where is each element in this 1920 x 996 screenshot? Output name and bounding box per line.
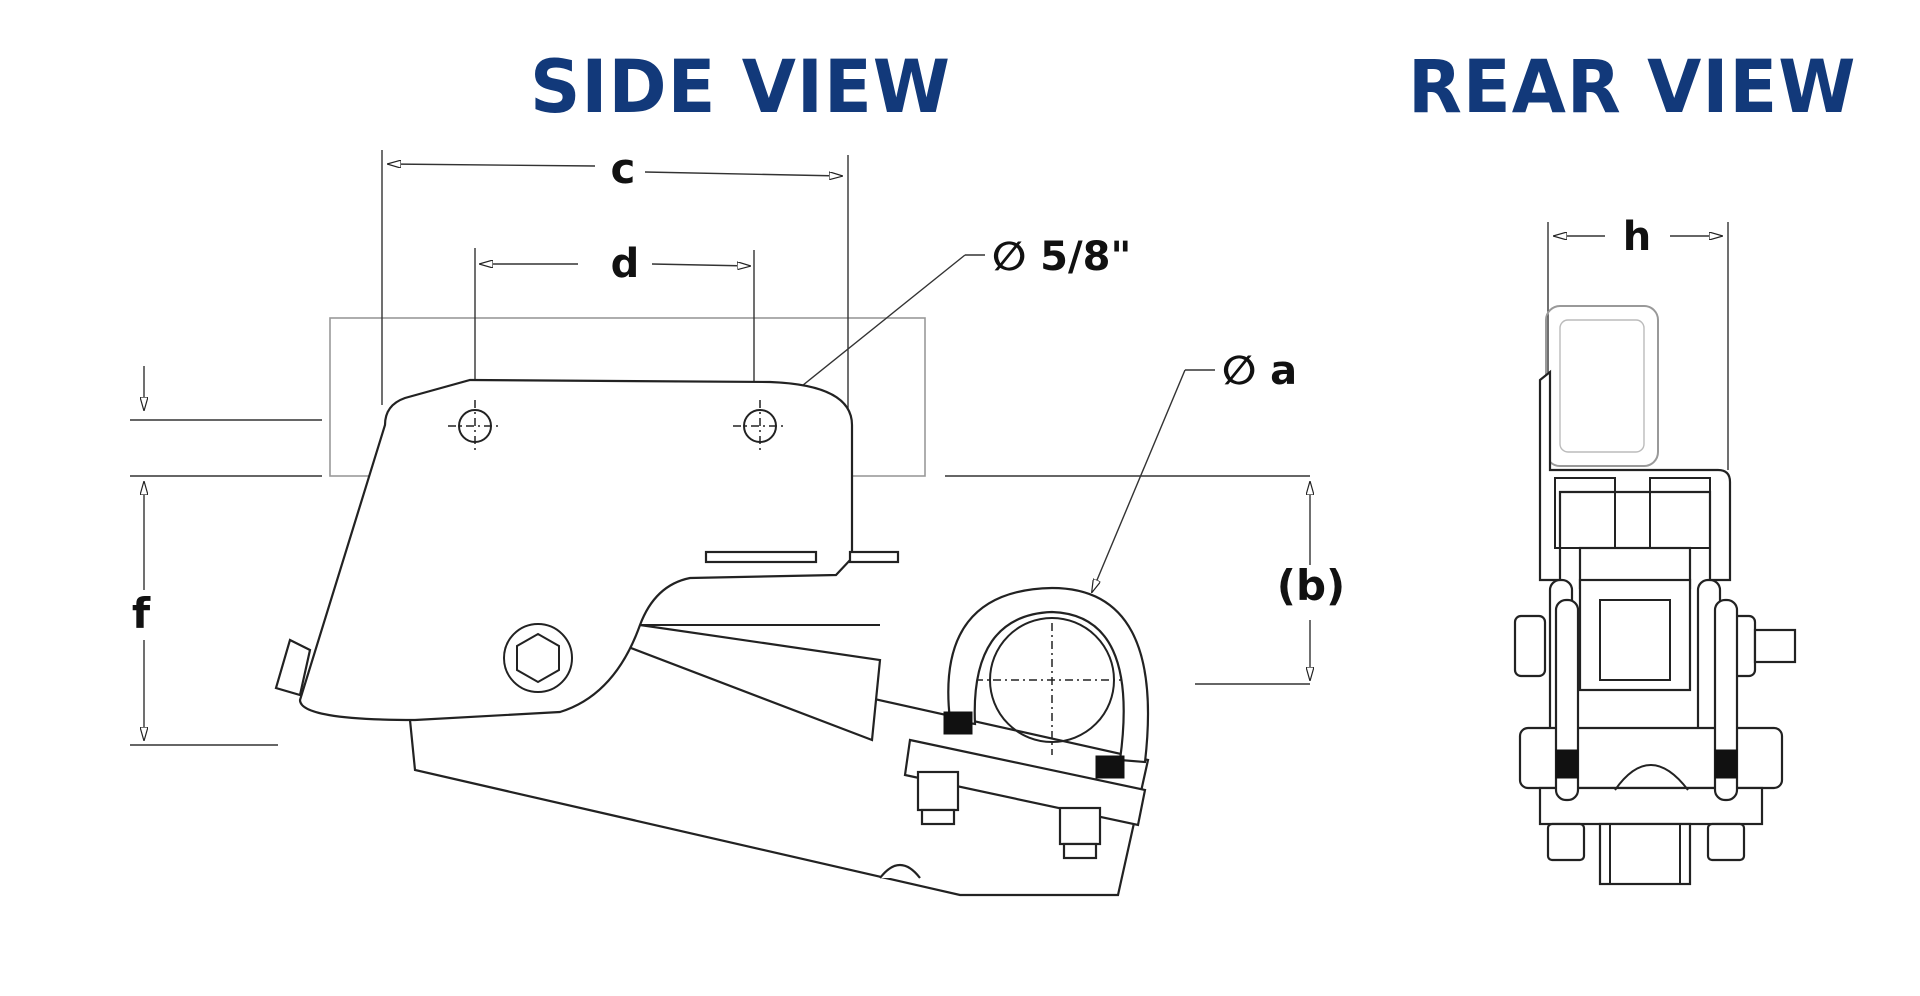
label-d: d	[611, 241, 640, 287]
rear-view-drawing	[1513, 222, 1797, 886]
dimension-d-line-right	[651, 264, 750, 266]
side-view-drawing	[130, 150, 1310, 897]
rear-view-title: REAR VIEW	[1408, 43, 1857, 131]
pivot-bolt	[503, 623, 573, 693]
frame-tube	[1545, 305, 1659, 467]
mounting-hole-left	[448, 400, 502, 452]
label-f: f	[132, 589, 151, 638]
u-bolt-nut-left	[916, 770, 960, 826]
side-view-title: SIDE VIEW	[530, 43, 952, 131]
mounting-hole-right	[733, 400, 787, 452]
u-bolt	[947, 586, 1150, 764]
dimension-c-line-left	[388, 164, 596, 166]
label-b: (b)	[1277, 561, 1345, 610]
label-hole-diameter: ∅ 5/8"	[992, 234, 1131, 280]
u-bolt-nut-right	[1058, 806, 1102, 860]
mounting-bracket	[298, 378, 854, 722]
label-axle-diameter: ∅ a	[1222, 348, 1297, 394]
label-h: h	[1623, 214, 1651, 260]
label-c: c	[611, 144, 636, 193]
axle	[975, 605, 1130, 755]
dimension-c-line-right	[644, 171, 842, 176]
